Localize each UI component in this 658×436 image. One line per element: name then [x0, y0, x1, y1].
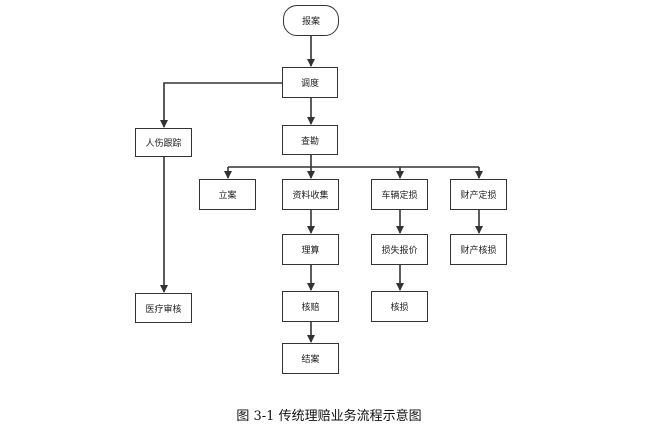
- node-hepei: 核赔: [282, 291, 339, 322]
- figure-caption: 图 3-1 传统理赔业务流程示意图: [236, 409, 422, 424]
- node-lian: 立案: [199, 179, 256, 210]
- node-diaodu: 调度: [282, 67, 338, 98]
- node-hejia: 核损: [371, 291, 428, 322]
- edge-diaodu-renshang: [160, 82, 282, 128]
- node-jiean: 结案: [282, 343, 339, 374]
- node-chakan: 查勘: [282, 125, 338, 155]
- node-ziliao: 资料收集: [282, 179, 339, 210]
- node-renshang: 人伤跟踪: [135, 128, 192, 157]
- node-caichan: 财产定损: [450, 179, 507, 210]
- node-lisuan: 理算: [282, 234, 339, 265]
- node-cheliang: 车辆定损: [371, 179, 428, 210]
- node-caihe: 财产核损: [450, 234, 507, 265]
- node-yiliao: 医疗审核: [135, 293, 192, 323]
- node-baoan: 报案: [283, 5, 339, 36]
- node-sunshi: 损失报价: [371, 234, 428, 265]
